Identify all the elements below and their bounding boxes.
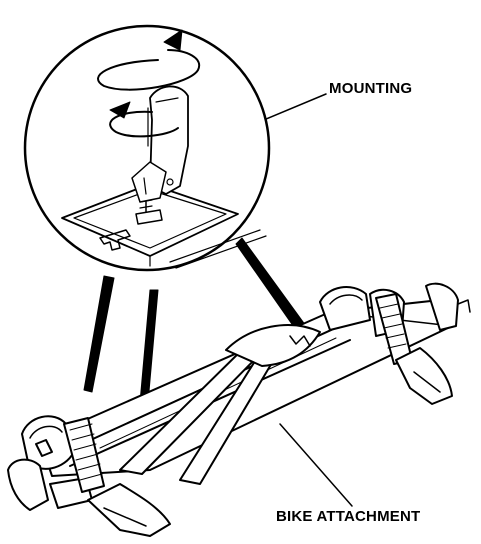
bike-attachment-label: BIKE ATTACHMENT [276,508,421,525]
front-wheel-clamp [8,416,170,536]
rear-wheel-clamp [320,284,470,404]
mounting-label: MOUNTING [329,80,413,97]
magnified-mounting-detail [25,26,269,270]
bike-attachment-leader-line [280,424,352,506]
magnifier-connector-lines [84,238,306,470]
